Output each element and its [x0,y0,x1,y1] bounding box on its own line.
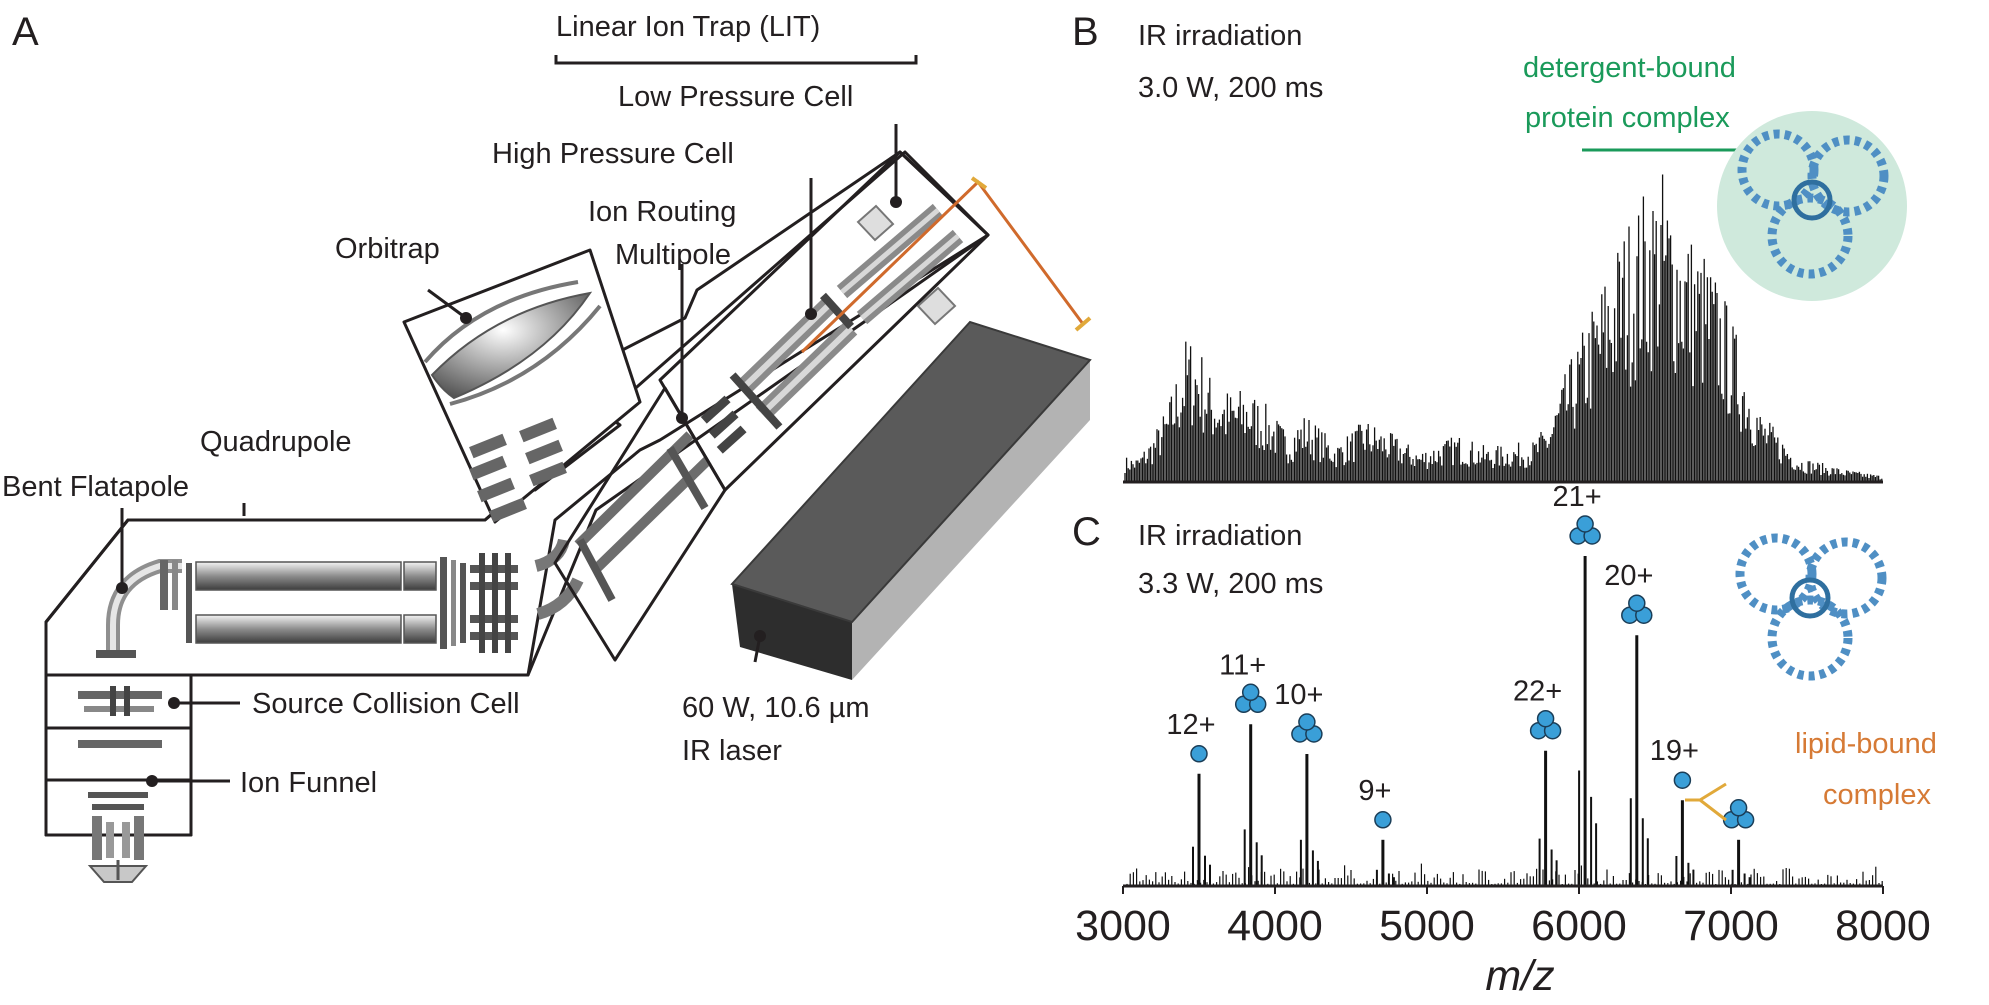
spectrum-b-condition-1: IR irradiation [1138,20,1302,52]
lipid-bracket [1685,782,1727,822]
panel-label-a: A [12,10,39,54]
panel-label-c: C [1072,510,1101,554]
spectrum-c: C IR irradiation 3.3 W, 200 ms lipid-bou… [1072,481,1937,1000]
x-tick-label-6000: 6000 [1531,902,1627,950]
x-tick-label-8000: 8000 [1835,902,1931,950]
spectrum-c-markers [1190,515,1755,829]
instrument-schematic: A [2,10,1092,883]
oligomer-marker [1241,683,1260,702]
spectrum-c-charge-labels: 12+11+10+ 9+ 22+ 21+ 20+ 19+ [1166,481,1699,807]
quadrupole-drawing [186,557,466,649]
high-pressure-cell-label: High Pressure Cell [492,138,734,170]
ion-funnel-drawing [87,792,149,883]
lit-label: Linear Ion Trap (LIT) [556,11,820,43]
oligomer-marker [1190,745,1208,763]
protein-structure-c [1735,533,1887,681]
laser-label-line2: IR laser [682,735,782,767]
x-tick-label-3000: 3000 [1075,902,1171,950]
x-tick-label-5000: 5000 [1379,902,1475,950]
charge-label-22+: 22+ [1513,676,1562,708]
ion-routing-label-2: Multipole [615,239,731,271]
lipid-bound-label-2: complex [1823,779,1931,811]
oligomer-marker [1576,515,1594,533]
charge-label-10+: 10+ [1274,679,1323,711]
charge-label-20+: 20+ [1604,560,1653,592]
transfer-lenses-drawing [470,538,584,653]
ir-laser-box [730,320,1092,680]
protein-structure-b [1717,111,1907,301]
orbitrap-label: Orbitrap [335,233,440,265]
lipid-bound-label-1: lipid-bound [1795,728,1937,760]
leader-lines [120,55,918,783]
spectrum-c-tick-labels: 3000 4000 5000 6000 7000 8000 [1075,886,1931,950]
bent-flatapole-drawing [96,559,182,658]
leader-dots [116,196,902,787]
ion-routing-multipole-drawing [553,386,747,662]
source-collision-cell-drawing [78,686,162,748]
spectrum-c-condition-1: IR irradiation [1138,520,1302,552]
charge-label-11+: 11+ [1219,649,1266,681]
ion-funnel-label: Ion Funnel [240,767,377,799]
ion-routing-label-1: Ion Routing [588,196,736,228]
charge-label-21+: 21+ [1552,481,1601,513]
oligomer-marker [1673,771,1692,789]
mirror-2 [1074,316,1092,332]
oligomer-marker [1536,709,1555,728]
x-axis-label: m/z [1485,952,1554,1000]
mirror-1 [970,176,988,190]
spectrum-b-condition-2: 3.0 W, 200 ms [1138,72,1323,104]
bent-flatapole-label: Bent Flatapole [2,471,189,503]
x-tick-label-4000: 4000 [1227,902,1323,950]
charge-label-9+: 9+ [1358,775,1391,807]
detergent-bound-label-1: detergent-bound [1523,52,1736,84]
oligomer-marker [1374,811,1392,829]
panel-label-b: B [1072,10,1099,54]
x-tick-label-7000: 7000 [1683,902,1779,950]
charge-label-12+: 12+ [1166,709,1215,741]
oligomer-marker [1298,713,1316,731]
source-collision-cell-label: Source Collision Cell [252,688,520,720]
laser-label-line1: 60 W, 10.6 µm [682,692,870,724]
detergent-bound-label-2: protein complex [1525,102,1730,134]
lit-box [658,150,990,492]
oligomer-marker [1628,594,1646,612]
spectrum-b-trace [1124,174,1883,482]
spectrum-b: B IR irradiation 3.0 W, 200 ms detergent… [1072,10,1907,484]
spectrum-c-condition-2: 3.3 W, 200 ms [1138,568,1323,600]
oligomer-marker [1729,799,1748,817]
spectrum-c-peaks [1192,556,1751,886]
quadrupole-label: Quadrupole [200,426,352,458]
low-pressure-cell-label: Low Pressure Cell [618,81,853,113]
linear-ion-trap-drawing [658,150,990,492]
charge-label-19+: 19+ [1650,735,1699,767]
spectrum-c-baseline-noise [1126,863,1883,886]
